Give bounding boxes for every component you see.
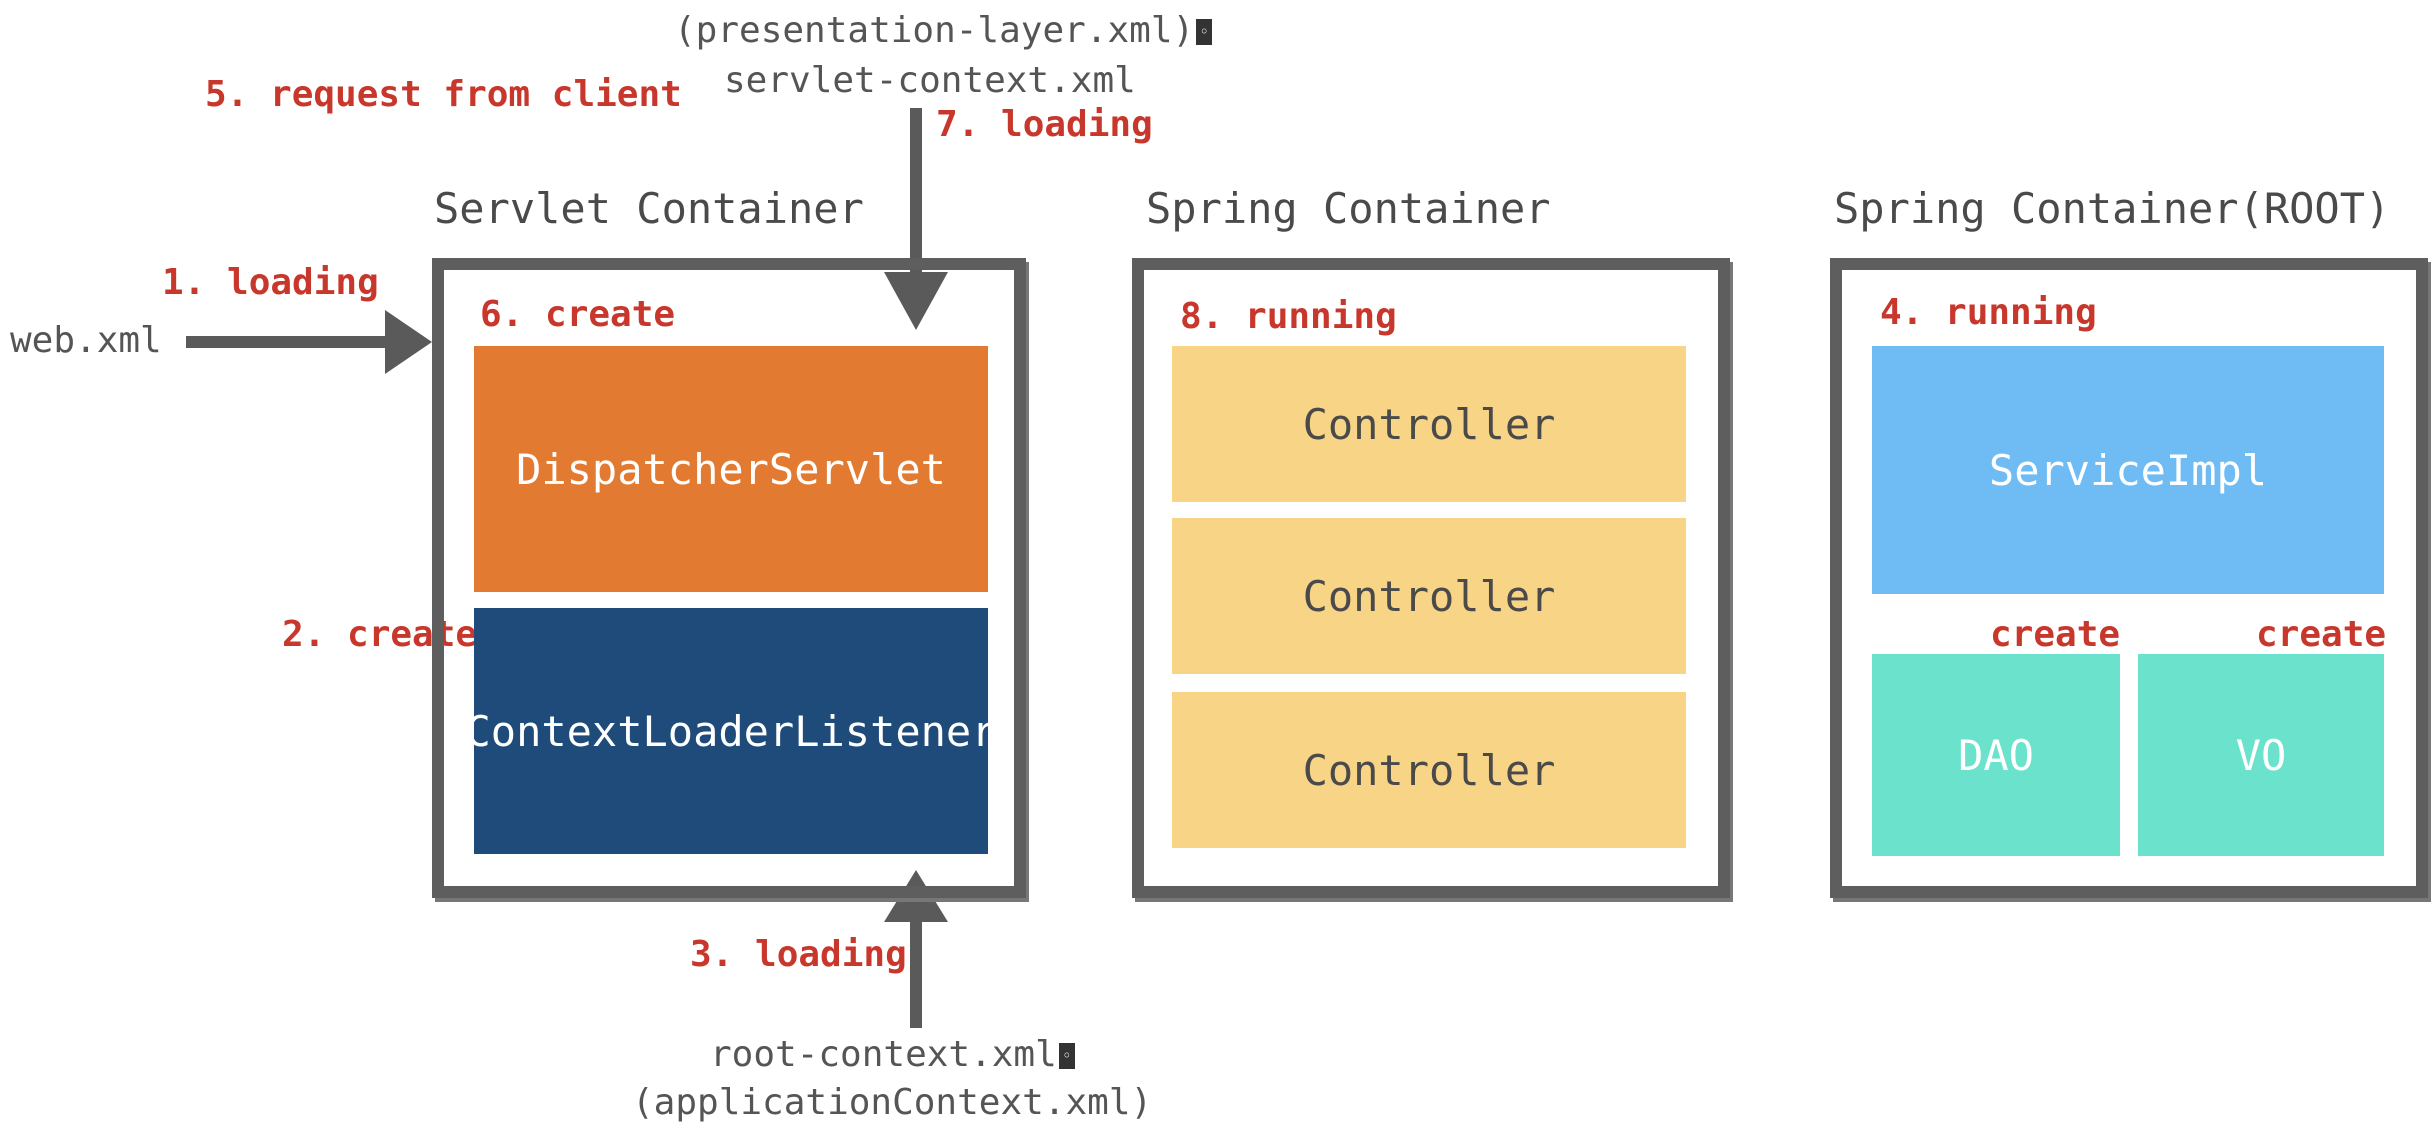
create-vo-label: create	[2256, 614, 2387, 655]
spring-container-frame	[1132, 258, 1730, 898]
application-context-label: (applicationContext.xml)	[632, 1082, 1153, 1123]
spring-container-title: Spring Container	[1146, 184, 1551, 233]
root-container-frame	[1830, 258, 2428, 898]
create-dao-label: create	[1990, 614, 2121, 655]
step-2-label: 2. create	[282, 614, 478, 655]
step-5-label: 5. request from client	[205, 74, 682, 115]
marker-icon: ◦	[1058, 1043, 1075, 1069]
dao-block: DAO	[1872, 654, 2120, 856]
step-8-label: 8. running	[1180, 296, 1397, 337]
step-1-label: 1. loading	[162, 262, 379, 303]
arrow-servlet-context	[884, 108, 948, 330]
controller-block: Controller	[1172, 346, 1686, 502]
servlet-context-label: servlet-context.xml	[724, 60, 1136, 101]
servlet-container-frame	[432, 258, 1026, 898]
marker-icon: ◦	[1196, 19, 1213, 45]
root-container-title: Spring Container(ROOT)	[1834, 184, 2391, 233]
controller-block: Controller	[1172, 518, 1686, 674]
service-impl-block: ServiceImpl	[1872, 346, 2384, 594]
dispatcher-servlet-block: DispatcherServlet	[474, 346, 988, 592]
step-3-label: 3. loading	[690, 934, 907, 975]
step-6-label: 6. create	[480, 294, 676, 335]
step-4-label: 4. running	[1880, 292, 2097, 333]
web-xml-label: web.xml	[10, 320, 162, 361]
arrow-web-xml	[186, 310, 432, 374]
controller-block: Controller	[1172, 692, 1686, 848]
root-context-label: root-context.xml◦	[710, 1034, 1075, 1075]
presentation-layer-label: (presentation-layer.xml)◦	[674, 10, 1213, 51]
context-loader-listener-block: ContextLoaderListener	[466, 608, 997, 854]
vo-block: VO	[2138, 654, 2384, 856]
servlet-container-title: Servlet Container	[434, 184, 864, 233]
step-7-label: 7. loading	[936, 104, 1153, 145]
